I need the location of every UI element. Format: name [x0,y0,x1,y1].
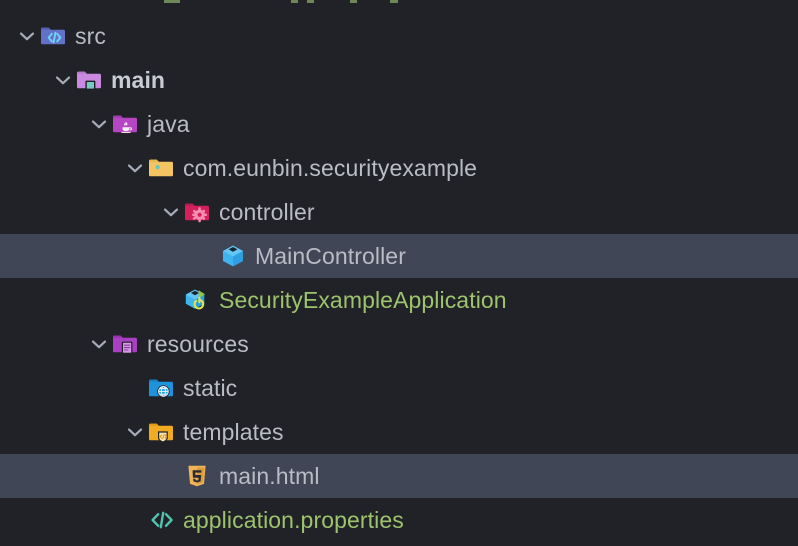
tree-node-label: templates [183,419,284,445]
tree-node-main-html[interactable]: main.html [0,454,798,498]
tree-node-label: static [183,375,238,401]
tree-node-package[interactable]: com.eunbin.securityexample [0,146,798,190]
chevron-down-icon[interactable] [122,146,148,190]
spring-boot-run-cube-icon [184,287,210,313]
tree-node-main-controller[interactable]: MainController [0,234,798,278]
tree-node-label: main [111,67,166,93]
spring-bean-cube-icon [220,243,246,269]
folder-static-web-icon [148,375,174,401]
tree-node-security-example-application[interactable]: SecurityExampleApplication [0,278,798,322]
html5-file-icon [184,463,210,489]
tree-node-main[interactable]: main [0,58,798,102]
tree-node-label: src [75,23,106,49]
tree-node-resources[interactable]: resources [0,322,798,366]
tree-node-templates[interactable]: templates [0,410,798,454]
tree-node-label: java [147,111,190,137]
tree-node-src[interactable]: src [0,14,798,58]
tree-node-application-properties[interactable]: application.properties [0,498,798,542]
chevron-down-icon[interactable] [86,102,112,146]
tree-node-label: resources [147,331,249,357]
chevron-down-icon[interactable] [86,322,112,366]
folder-source-root-icon [40,23,66,49]
folder-resources-icon [112,331,138,357]
folder-controller-icon [184,199,210,225]
chevron-down-icon[interactable] [14,14,40,58]
chevron-down-icon[interactable] [122,410,148,454]
tree-node-controller[interactable]: controller [0,190,798,234]
properties-code-file-icon [148,507,174,533]
folder-templates-icon [148,419,174,445]
tree-node-label: main.html [219,463,320,489]
folder-java-source-icon [112,111,138,137]
tree-node-label: MainController [255,243,406,269]
clipped-row-sliver [0,0,798,3]
tree-node-label: controller [219,199,315,225]
folder-package-icon [148,155,174,181]
chevron-down-icon[interactable] [158,190,184,234]
tree-node-static[interactable]: static [0,366,798,410]
tree-node-label: SecurityExampleApplication [219,287,507,313]
tree-node-java[interactable]: java [0,102,798,146]
tree-node-label: com.eunbin.securityexample [183,155,478,181]
tree-node-label: application.properties [183,507,404,533]
folder-module-icon [76,67,102,93]
chevron-down-icon[interactable] [50,58,76,102]
